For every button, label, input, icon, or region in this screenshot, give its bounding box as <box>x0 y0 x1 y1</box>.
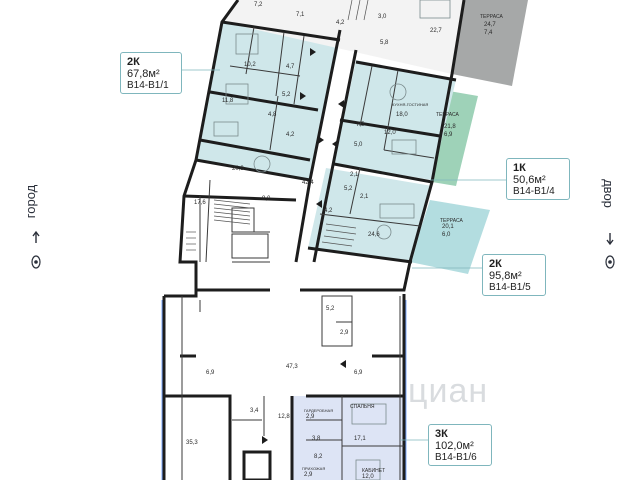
room-area: 5,2 <box>282 92 291 98</box>
eye-icon-left <box>31 255 41 269</box>
unit-card-b1-1[interactable]: 2К 67,8м² B14-B1/1 <box>120 52 182 94</box>
room-area: 4,8 <box>268 112 277 118</box>
room-area: 21,8 <box>444 124 456 130</box>
room-area: 12,8 <box>278 414 290 420</box>
inner-walls-upper <box>199 26 435 263</box>
room-area: 7,4 <box>484 30 493 36</box>
room-area: 47,3 <box>286 364 298 370</box>
room-area: 6,9 <box>444 132 453 138</box>
room-area: 8,2 <box>314 454 323 460</box>
room-name-bedroom: СПАЛЬНЯ <box>350 404 375 410</box>
unit-rooms: 2К <box>489 258 502 270</box>
room-area: 5,0 <box>354 142 363 148</box>
unit-area: 67,8м² <box>127 68 160 80</box>
unit-code: B14-B1/4 <box>513 186 555 197</box>
room-area: 5,2 <box>326 306 335 312</box>
unit-area: 95,8м² <box>489 270 522 282</box>
terrace-teal <box>410 200 490 274</box>
room-area: 20,9 <box>232 166 244 172</box>
room-name-terrace-2: ТЕРРАСА <box>436 112 459 118</box>
unit-card-b1-6[interactable]: 3К 102,0м² B14-B1/6 <box>428 424 492 466</box>
room-area: 8,0 <box>262 196 271 202</box>
room-name-wardrobe: ГАРДЕРОБНАЯ <box>304 408 334 413</box>
room-area: 6,9 <box>354 370 363 376</box>
room-name-kitchen: КУХНЯ-ГОСТИНАЯ <box>392 102 429 107</box>
unit-code: B14-B1/6 <box>435 452 477 463</box>
room-area: 2,1 <box>350 172 359 178</box>
room-area: 4,2 <box>286 132 295 138</box>
room-area: 6,9 <box>206 370 215 376</box>
room-area: 20,1 <box>442 224 454 230</box>
room-area: 2,1 <box>360 194 369 200</box>
eye-icon-right <box>605 255 615 269</box>
arrow-down-icon-right <box>606 233 614 246</box>
room-area: 4,2 <box>336 20 345 26</box>
room-area: 17,1 <box>354 436 366 442</box>
unit-b1-4-fill <box>334 60 456 180</box>
room-area: 24,6 <box>368 232 380 238</box>
unit-b1-6-fill <box>292 396 404 480</box>
side-label-right: двор <box>600 179 616 208</box>
arrow-up-icon-left <box>32 230 40 243</box>
room-area: 42,4 <box>302 180 314 186</box>
watermark: циан <box>408 372 489 410</box>
room-area: 7,2 <box>254 2 263 8</box>
furniture <box>213 0 451 480</box>
room-area: 3,8 <box>312 436 321 442</box>
room-area: 24,7 <box>484 22 496 28</box>
unit-rooms: 3К <box>435 428 448 440</box>
unit-code: B14-B1/1 <box>127 80 169 91</box>
inner-walls-lower <box>181 295 404 480</box>
unit-card-b1-4[interactable]: 1К 50,6м² B14-B1/4 <box>506 158 570 200</box>
unit-area: 102,0м² <box>435 440 474 452</box>
room-area: 4,2 <box>324 208 333 214</box>
room-name-terrace-3: ТЕРРАСА <box>440 218 463 224</box>
room-area: 12,0 <box>362 474 374 480</box>
unit-card-b1-5[interactable]: 2К 95,8м² B14-B1/5 <box>482 254 546 296</box>
room-area: 3,4 <box>250 408 259 414</box>
walls-upper <box>178 0 466 292</box>
room-area: 5,2 <box>344 186 353 192</box>
terrace-top-right <box>452 0 528 86</box>
unit-code: B14-B1/5 <box>489 282 531 293</box>
room-name-hall: ПРИХОЖАЯ <box>302 466 326 471</box>
room-area: 10,2 <box>244 62 256 68</box>
entrance-markers <box>262 48 346 444</box>
room-area: 22,7 <box>430 28 442 34</box>
room-area: 7,5 <box>356 122 365 128</box>
walls-lower <box>162 290 406 480</box>
room-area: 2,9 <box>306 414 315 420</box>
card-connectors <box>181 69 506 441</box>
unit-rooms: 2К <box>127 56 140 68</box>
unit-area: 50,6м² <box>513 174 546 186</box>
room-area: 2,9 <box>340 330 349 336</box>
room-area: 35,3 <box>186 440 198 446</box>
unit-top-fill <box>222 0 464 74</box>
room-area: 18,0 <box>396 112 408 118</box>
stairs-upper <box>186 0 369 251</box>
room-name-study: КАБИНЕТ <box>362 468 386 474</box>
room-area: 6,0 <box>442 232 451 238</box>
window-lines <box>161 300 407 480</box>
room-area: 2,9 <box>304 472 313 478</box>
room-area: 3,0 <box>378 14 387 20</box>
side-label-left: город <box>23 184 39 219</box>
unit-rooms: 1К <box>513 162 526 174</box>
room-area: 12,0 <box>384 130 396 136</box>
room-area: 4,7 <box>286 64 295 70</box>
unit-b1-5-fill <box>308 168 432 262</box>
room-area: 7,1 <box>296 12 305 18</box>
room-area: 17,6 <box>194 200 206 206</box>
room-area: 5,8 <box>380 40 389 46</box>
room-name-terrace-1: ТЕРРАСА <box>480 14 503 20</box>
room-area: 11,8 <box>222 98 234 104</box>
